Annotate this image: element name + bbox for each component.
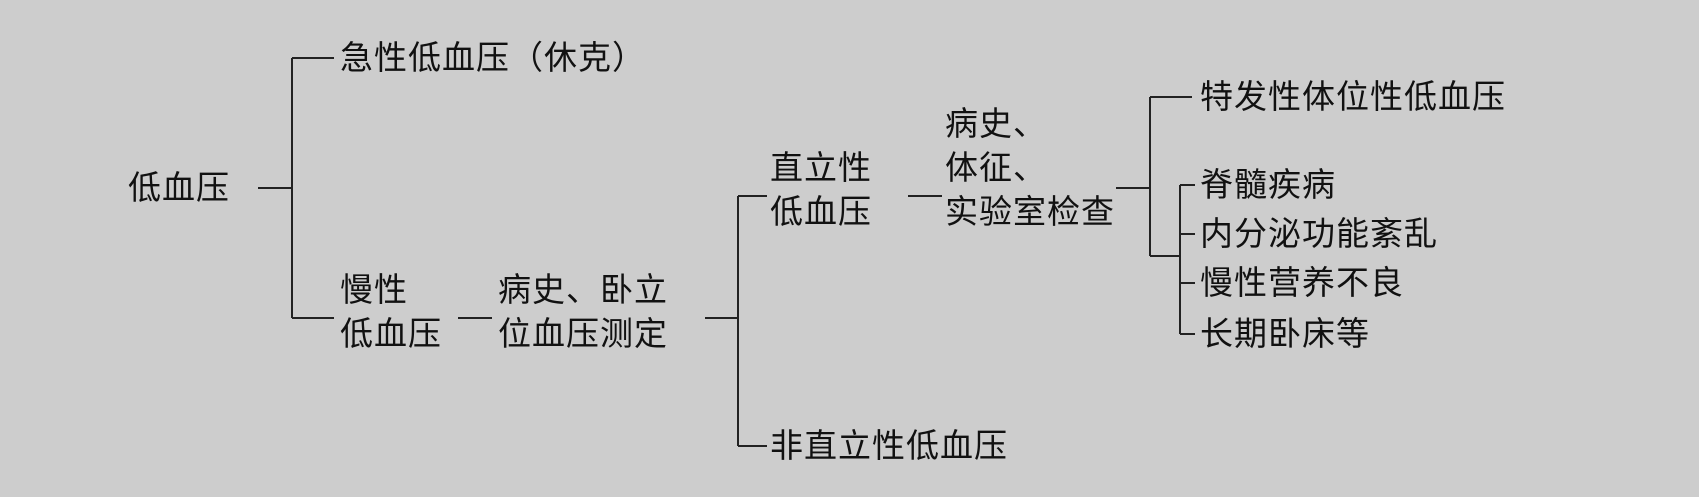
chronic-assessment-node: 病史、卧立 位血压测定	[498, 268, 668, 356]
non-orthostatic-node: 非直立性低血压	[770, 426, 1008, 465]
cause-malnutrition: 慢性营养不良	[1200, 263, 1404, 302]
orthostatic-assessment-line-3: 实验室检查	[945, 192, 1115, 231]
chronic-assessment-line-1: 病史、卧立	[498, 270, 668, 309]
orthostatic-hypotension-node: 直立性 低血压	[770, 146, 872, 234]
orthostatic-line-1: 直立性	[770, 148, 872, 187]
cause-spinal-disease: 脊髓疾病	[1200, 165, 1336, 204]
chronic-line-1: 慢性	[340, 270, 408, 309]
orthostatic-assessment-line-1: 病史、	[945, 104, 1047, 143]
idiopathic-node: 特发性体位性低血压	[1200, 77, 1506, 116]
orthostatic-line-2: 低血压	[770, 192, 872, 231]
root-node: 低血压	[128, 168, 230, 207]
orthostatic-assessment-line-2: 体征、	[945, 148, 1047, 187]
chronic-assessment-line-2: 位血压测定	[498, 314, 668, 353]
acute-hypotension-node: 急性低血压（休克）	[340, 38, 646, 77]
cause-endocrine-disorder: 内分泌功能紊乱	[1200, 214, 1438, 253]
orthostatic-assessment-node: 病史、 体征、 实验室检查	[945, 102, 1115, 234]
cause-bed-rest: 长期卧床等	[1200, 314, 1370, 353]
chronic-line-2: 低血压	[340, 314, 442, 353]
chronic-hypotension-node: 慢性 低血压	[340, 268, 442, 356]
